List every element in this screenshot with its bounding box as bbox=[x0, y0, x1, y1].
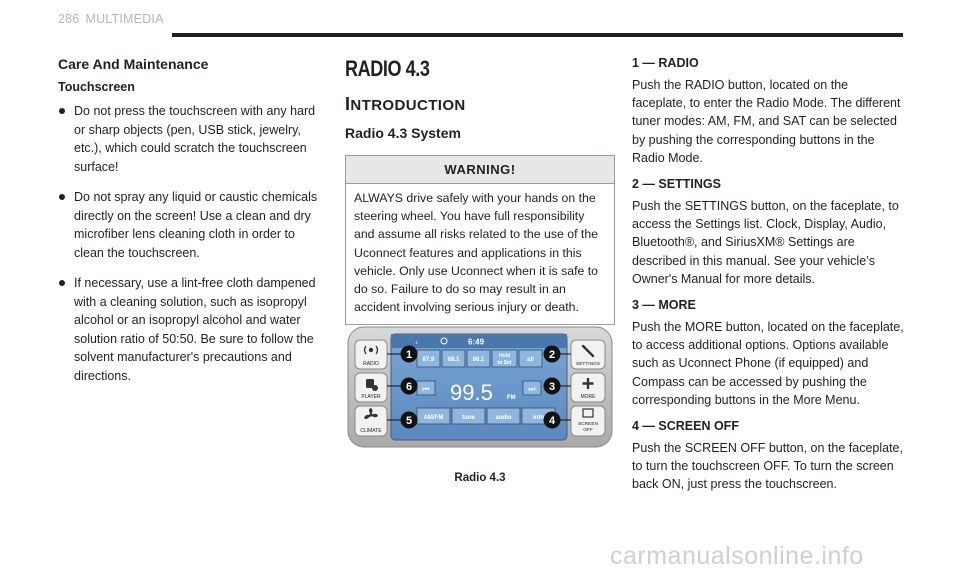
faceplate-radio-button[interactable]: RADIO bbox=[354, 339, 388, 370]
item-heading-screen-off: 4 — SCREEN OFF bbox=[632, 419, 739, 434]
svg-text:98.1: 98.1 bbox=[473, 357, 485, 363]
bullet-item: Do not spray any liquid or caustic chemi… bbox=[58, 188, 328, 262]
preset-button[interactable] bbox=[416, 349, 441, 368]
svg-text:88.1: 88.1 bbox=[448, 357, 460, 363]
preset-row: 87.9 88.1 98.1 Hold to Set all bbox=[416, 349, 543, 368]
figure-caption: Radio 4.3 bbox=[454, 472, 506, 484]
svg-text:4: 4 bbox=[549, 415, 556, 427]
svg-text:PLAYER: PLAYER bbox=[361, 394, 381, 400]
bullet-item: If necessary, use a lint-free cloth damp… bbox=[58, 274, 328, 385]
warning-text: ALWAYS drive safely with your hands on t… bbox=[354, 191, 599, 315]
callout-2: 2 bbox=[543, 345, 561, 363]
band-indicator: FM bbox=[507, 395, 516, 401]
wrench-icon bbox=[581, 344, 595, 358]
left-column: Care And Maintenance Touchscreen Do not … bbox=[58, 56, 328, 397]
care-bullet-list: Do not press the touchscreen with any ha… bbox=[58, 102, 328, 385]
seek-forward-button[interactable] bbox=[522, 380, 542, 396]
radio-illustration: RADIO PLAYER CLIMATE SETTINGS MORE SCREE… bbox=[347, 326, 613, 448]
am-fm-tab[interactable] bbox=[416, 407, 451, 425]
frequency-display: 99.5 bbox=[450, 380, 493, 405]
svg-text:audio: audio bbox=[496, 415, 512, 421]
callout-1: 1 bbox=[400, 345, 418, 363]
callout-3: 3 bbox=[543, 377, 561, 395]
svg-text:1: 1 bbox=[406, 349, 412, 361]
page-number: 286 bbox=[58, 12, 80, 26]
svg-text:SCREEN: SCREEN bbox=[578, 421, 599, 427]
radio-signal-icon bbox=[363, 345, 379, 355]
tune-tab[interactable] bbox=[451, 407, 486, 425]
preset-button[interactable] bbox=[441, 349, 466, 368]
warning-title: WARNING! bbox=[346, 156, 614, 184]
svg-text:2: 2 bbox=[549, 349, 555, 361]
player-icon bbox=[366, 379, 378, 391]
section-title: MULTIMEDIA bbox=[85, 12, 164, 26]
item-text-screen-off: Push the SCREEN OFF button, on the facep… bbox=[632, 441, 903, 492]
plus-icon bbox=[582, 378, 594, 389]
item-text-radio: Push the RADIO button, located on the fa… bbox=[632, 78, 901, 165]
svg-text:3: 3 bbox=[549, 381, 555, 393]
header-rule bbox=[172, 33, 903, 37]
preset-button[interactable] bbox=[466, 349, 491, 368]
faceplate-player-button[interactable]: PLAYER bbox=[354, 372, 388, 403]
fan-icon bbox=[364, 408, 378, 419]
svg-text:to Set: to Set bbox=[498, 360, 512, 366]
item-heading-radio: 1 — RADIO bbox=[632, 56, 699, 70]
item-text-settings: Push the SETTINGS button, on the facepla… bbox=[632, 199, 899, 286]
screen-off-icon bbox=[582, 408, 594, 418]
middle-column: RADIO 4.3 INTRODUCTION Radio 4.3 System … bbox=[345, 56, 615, 484]
seek-forward-icon: ⏭ bbox=[528, 385, 535, 394]
status-icon bbox=[440, 337, 448, 345]
watermark-text: carmanualsonline.info bbox=[610, 542, 864, 570]
svg-text:AM/FM: AM/FM bbox=[424, 415, 444, 421]
svg-text:RADIO: RADIO bbox=[363, 361, 379, 367]
warning-box: WARNING! ALWAYS drive safely with your h… bbox=[345, 155, 615, 326]
callout-6: 6 bbox=[400, 377, 418, 395]
svg-text:all: all bbox=[527, 357, 534, 363]
svg-text:CLIMATE: CLIMATE bbox=[360, 428, 382, 434]
note-icon: ♪ bbox=[415, 340, 418, 346]
svg-text:OFF: OFF bbox=[583, 427, 593, 433]
faceplate-more-button[interactable]: MORE bbox=[570, 372, 606, 403]
faceplate-climate-button[interactable]: CLIMATE bbox=[354, 405, 388, 437]
svg-text:info: info bbox=[533, 415, 544, 421]
item-heading-settings: 2 — SETTINGS bbox=[632, 177, 721, 192]
faceplate-settings-button[interactable]: SETTINGS bbox=[570, 339, 606, 370]
bullet-item: Do not press the touchscreen with any ha… bbox=[58, 102, 328, 176]
screen-status-bar bbox=[391, 334, 567, 348]
callout-4: 4 bbox=[543, 411, 561, 429]
radio-system-heading: Radio 4.3 System bbox=[345, 125, 461, 141]
item-heading-more: 3 — MORE bbox=[632, 298, 696, 313]
svg-text:6: 6 bbox=[406, 381, 412, 393]
touchscreen-label: Touchscreen bbox=[58, 80, 135, 94]
svg-text:SETTINGS: SETTINGS bbox=[576, 361, 600, 367]
care-heading: Care And Maintenance bbox=[58, 56, 209, 72]
svg-text:87.9: 87.9 bbox=[423, 357, 435, 363]
radio-title: RADIO 4.3 bbox=[345, 56, 430, 81]
preset-button[interactable] bbox=[491, 349, 518, 368]
audio-tab[interactable] bbox=[486, 407, 521, 425]
introduction-heading: INTRODUCTION bbox=[345, 94, 466, 114]
svg-text:Hold: Hold bbox=[499, 353, 510, 359]
clock-display: 6:49 bbox=[468, 338, 485, 347]
svg-text:MORE: MORE bbox=[581, 394, 597, 400]
all-presets-button[interactable] bbox=[518, 349, 543, 368]
callout-5: 5 bbox=[400, 411, 418, 429]
page-number-line: 286 MULTIMEDIA bbox=[58, 12, 164, 26]
faceplate-screen-off-button[interactable]: SCREEN OFF bbox=[570, 405, 606, 437]
right-column: 1 — RADIO Push the RADIO button, located… bbox=[632, 56, 904, 494]
item-text-more: Push the MORE button, located on the fac… bbox=[632, 320, 904, 407]
seek-back-icon: ⏮ bbox=[422, 385, 429, 394]
page-header: 286 MULTIMEDIA bbox=[0, 0, 960, 40]
svg-text:tune: tune bbox=[462, 415, 475, 421]
svg-text:5: 5 bbox=[406, 415, 412, 427]
